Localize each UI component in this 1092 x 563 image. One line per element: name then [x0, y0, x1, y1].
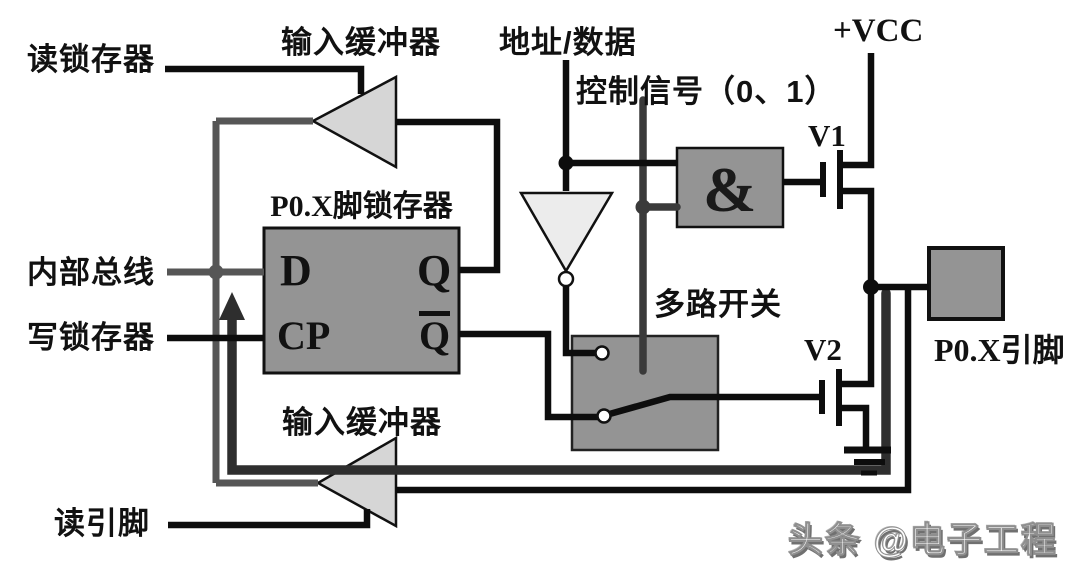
- v1-label: V1: [808, 118, 846, 153]
- q-to-top-buffer-wire: [396, 118, 501, 274]
- read-latch-label: 读锁存器: [27, 42, 155, 77]
- read-pin-wire: [168, 509, 371, 529]
- pin-label: P0.X引脚: [934, 332, 1065, 368]
- write-latch-label: 写锁存器: [27, 320, 155, 355]
- input-buffer-bottom-label: 输入缓冲器: [282, 405, 442, 440]
- top-input-buffer-triangle-icon: [310, 74, 398, 170]
- v2-mosfet-icon: [819, 369, 842, 426]
- latch-d-label: D: [280, 246, 312, 295]
- v1-source-wire: [843, 187, 875, 287]
- and-gate-symbol: &: [703, 154, 757, 225]
- control-signal-label: 控制信号（0、1）: [576, 74, 837, 109]
- inverter-bubble-icon: [557, 270, 575, 288]
- watermark: 头条 @电子工程师小李: [788, 521, 1058, 561]
- v2-source-wire: [842, 404, 870, 448]
- v2-drain-wire: [842, 287, 875, 388]
- v2-label: V2: [804, 332, 842, 367]
- vcc-label: +VCC: [833, 13, 924, 49]
- control-junction-dot: [635, 199, 651, 215]
- vcc-wire: [843, 53, 875, 169]
- latch-q-label: Q: [417, 246, 452, 295]
- input-buffer-top-label: 输入缓冲器: [281, 25, 441, 60]
- pin-feedback-wire: [227, 288, 891, 475]
- mux-input2-contact-icon: [596, 408, 612, 424]
- signal-wires: [165, 53, 929, 529]
- control-signal-wires: [639, 96, 681, 375]
- and-gate-box: [675, 146, 785, 229]
- latch-qbar-label: Q: [419, 311, 451, 358]
- inverter-to-mux-wire: [562, 286, 597, 357]
- latch-title-label: P0.X脚锁存器: [270, 190, 453, 223]
- mux-label: 多路开关: [654, 287, 782, 322]
- latch-cp-label: CP: [277, 313, 331, 358]
- qbar-to-mux-wire: [459, 330, 599, 421]
- ground-icon: [844, 446, 891, 476]
- mux-lever-and-output-wire: [605, 393, 821, 419]
- address-junction-dot: [558, 155, 574, 171]
- v1-mosfet-icon: [820, 150, 843, 209]
- pin-node-junction-dot: [863, 279, 879, 295]
- latch-box: [262, 226, 461, 375]
- read-latch-wire: [165, 65, 365, 94]
- mux-input1-contact-icon: [594, 345, 610, 361]
- internal-bus-label: 内部总线: [27, 255, 155, 290]
- pin-pad-box: [927, 246, 1005, 321]
- address-data-label: 地址/数据: [499, 25, 637, 60]
- bottom-input-buffer-triangle-icon: [315, 435, 398, 529]
- up-arrow-icon: [219, 292, 245, 320]
- bus-junction-dot: [208, 264, 224, 280]
- pin-to-bottom-buffer-wire: [396, 287, 912, 494]
- inverter-triangle-icon: [518, 191, 615, 274]
- read-pin-label: 读引脚: [54, 506, 150, 541]
